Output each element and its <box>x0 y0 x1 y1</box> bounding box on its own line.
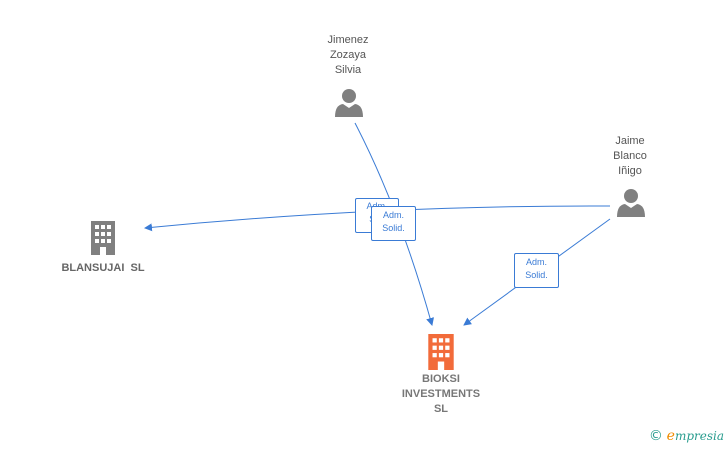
person-label-jimenez[interactable]: Jimenez Zozaya Silvia <box>310 33 386 78</box>
person-name-line: Zozaya <box>329 49 367 61</box>
edge-label-line: Adm. <box>525 257 547 267</box>
company-name-line: BIOKSI <box>422 373 460 385</box>
logo-initial: e <box>666 428 675 444</box>
company-name-line: BLANSUJAI SL <box>61 262 145 274</box>
company-name-line: INVESTMENTS <box>401 388 481 400</box>
company-label-bioksi[interactable]: BIOKSI INVESTMENTS SL <box>381 372 501 417</box>
copyright-icon: © <box>648 428 663 444</box>
company-name-line: SL <box>433 403 449 415</box>
building-icon[interactable] <box>426 334 456 370</box>
company-label-blansujai[interactable]: BLANSUJAI SL <box>50 261 156 276</box>
logo-text: mpresia <box>674 429 724 443</box>
person-icon[interactable] <box>334 88 364 118</box>
person-name-line: Iñigo <box>618 165 642 177</box>
edge-label-line: Solid. <box>382 223 405 233</box>
person-name-line: Jaime <box>615 135 645 147</box>
building-icon[interactable] <box>89 221 117 255</box>
empresia-logo: © empresia <box>649 428 724 444</box>
person-name-line: Jimenez <box>327 34 369 46</box>
person-icon[interactable] <box>616 188 646 218</box>
edge-label-adm-solid[interactable]: Adm. Solid. <box>371 206 416 241</box>
person-name-line: Silvia <box>334 64 362 76</box>
edge-label-line: Adm. <box>382 210 404 220</box>
person-label-jaime[interactable]: Jaime Blanco Iñigo <box>592 134 668 179</box>
edge-label-line: Solid. <box>525 270 548 280</box>
edge-label-adm-solid[interactable]: Adm. Solid. <box>514 253 559 288</box>
person-name-line: Blanco <box>613 150 647 162</box>
